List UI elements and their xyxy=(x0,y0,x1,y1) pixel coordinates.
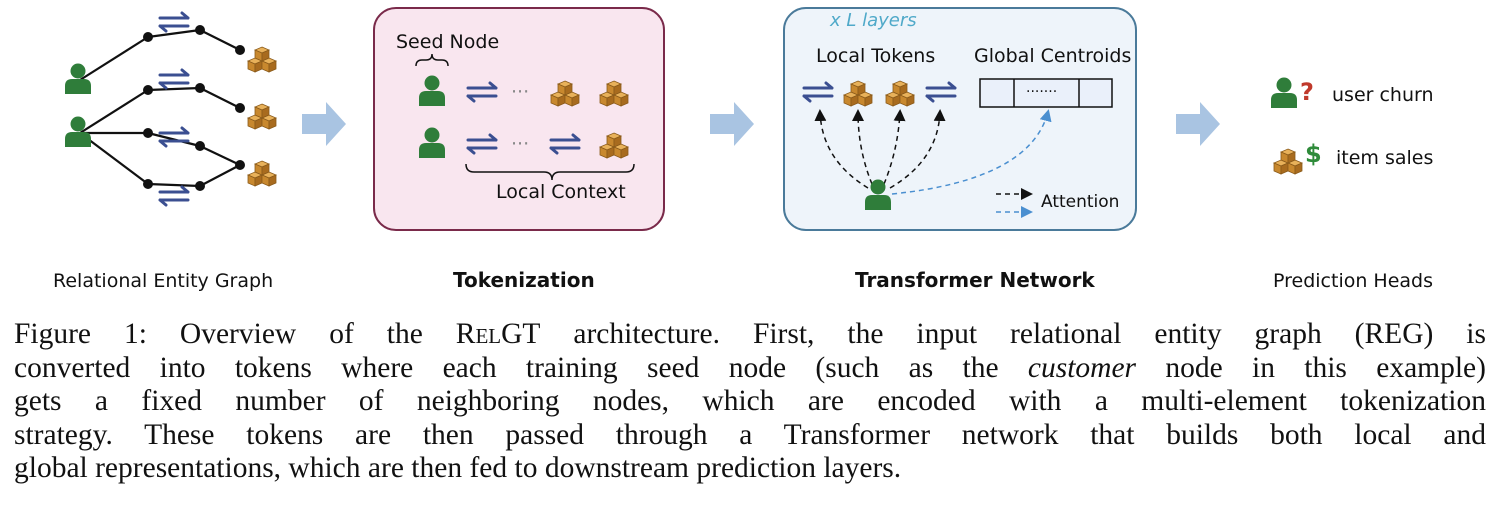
relation-arrows-icon xyxy=(158,68,190,90)
item-sales-label: item sales xyxy=(1336,147,1433,169)
architecture-diagram: Seed Node ··· ··· Local Context x L laye… xyxy=(53,7,1434,292)
global-centroids-label: Global Centroids xyxy=(974,45,1131,67)
user-icon xyxy=(65,116,91,147)
model-name: RelGT xyxy=(455,318,541,350)
sales-dollar-icon: $ xyxy=(1305,140,1322,168)
ellipsis: ··· xyxy=(511,81,529,103)
centroid-dots: ······· xyxy=(1026,84,1057,100)
caption-line: Figure 1: Overview of the RelGT architec… xyxy=(14,318,1486,352)
local-context-label: Local Context xyxy=(496,181,626,203)
caption-line: strategy. These tokens are then passed t… xyxy=(14,418,1486,451)
tokenization-title: Tokenization xyxy=(453,268,595,292)
item-boxes-icon xyxy=(248,47,276,72)
user-icon xyxy=(1271,77,1297,108)
flow-arrow xyxy=(710,102,754,146)
relation-arrows-icon xyxy=(158,11,190,33)
caption-text: architecture. First, the input relationa… xyxy=(540,318,1486,350)
figure-caption: Figure 1: Overview of the RelGT architec… xyxy=(14,318,1486,486)
user-icon xyxy=(65,63,91,94)
caption-line: gets a fixed number of neighboring nodes… xyxy=(14,385,1486,417)
caption-emphasis: customer xyxy=(1027,351,1137,384)
relation-arrows-icon xyxy=(158,185,190,207)
local-context-brace xyxy=(465,163,635,181)
tokenization-panel: Seed Node ··· ··· Local Context xyxy=(373,7,665,231)
ellipsis: ··· xyxy=(511,133,529,155)
transformer-panel: x L layers Local Tokens Global Centroids… xyxy=(783,7,1137,231)
flow-arrow xyxy=(1176,102,1220,146)
item-boxes-icon xyxy=(1274,149,1302,174)
flow-arrow xyxy=(302,102,346,146)
caption-text: node in this example) xyxy=(1136,351,1486,384)
local-tokens-label: Local Tokens xyxy=(816,45,935,67)
seed-node-brace xyxy=(415,53,449,67)
transformer-title: Transformer Network xyxy=(855,268,1095,292)
layers-label: x L layers xyxy=(829,10,917,31)
relational-entity-graph xyxy=(65,11,276,207)
caption-text: converted into tokens where each trainin… xyxy=(14,351,1028,384)
global-centroids-box: ······· xyxy=(979,78,1113,108)
caption-prefix: Figure 1: Overview of the xyxy=(14,318,456,350)
seed-node-label: Seed Node xyxy=(396,31,499,53)
attention-legend: Attention xyxy=(996,188,1119,218)
graph-title: Relational Entity Graph xyxy=(53,270,273,292)
item-boxes-icon xyxy=(248,104,276,129)
caption-line: global representations, which are then f… xyxy=(14,452,902,484)
attention-label: Attention xyxy=(1041,192,1119,212)
prediction-heads-title: Prediction Heads xyxy=(1273,270,1433,292)
user-churn-label: user churn xyxy=(1332,84,1434,106)
caption-line: converted into tokens where each trainin… xyxy=(14,352,1486,386)
item-boxes-icon xyxy=(248,161,276,186)
churn-question-icon: ? xyxy=(1300,78,1314,106)
prediction-heads: ? user churn $ item sales xyxy=(1271,77,1434,175)
